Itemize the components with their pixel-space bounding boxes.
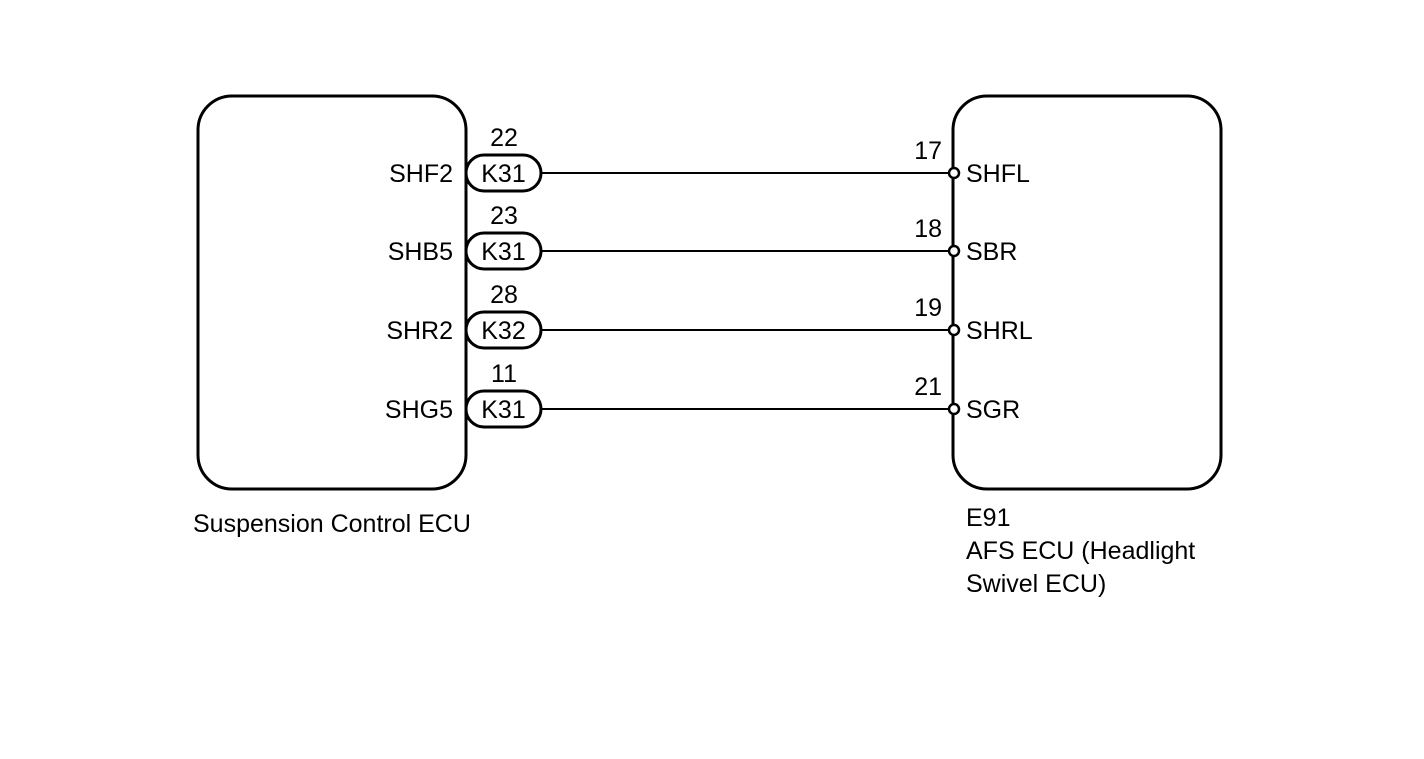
- connector-pill: [464, 310, 543, 350]
- right-ecu-caption-line2: Swivel ECU): [966, 570, 1106, 598]
- left-ecu-caption: Suspension Control ECU: [193, 510, 471, 538]
- right-pin-name: SHFL: [966, 160, 1030, 188]
- left-pin-number: 22: [490, 124, 518, 152]
- left-pin-number: 28: [490, 281, 518, 309]
- right-pin-name: SHRL: [966, 317, 1033, 345]
- right-ecu-connector-caption: E91: [966, 504, 1010, 532]
- left-pin-name: SHR2: [386, 317, 453, 345]
- connector-pill: [464, 153, 543, 193]
- suspension-control-ecu-box: [196, 94, 468, 491]
- terminal-point: [947, 166, 961, 180]
- right-pin-name: SGR: [966, 396, 1020, 424]
- left-pin-name: SHG5: [385, 396, 453, 424]
- right-ecu-caption-line1: AFS ECU (Headlight: [966, 537, 1195, 565]
- connector-pill: [464, 389, 543, 429]
- left-pin-number: 11: [491, 360, 517, 388]
- connector-label: K31: [481, 238, 525, 266]
- left-pin-number: 23: [490, 202, 518, 230]
- connector-pill: [464, 231, 543, 271]
- left-pin-name: SHF2: [389, 160, 453, 188]
- connector-label: K31: [481, 396, 525, 424]
- right-pin-number: 21: [914, 373, 942, 401]
- terminal-point: [947, 323, 961, 337]
- afs-ecu-box: [951, 94, 1223, 491]
- left-pin-name: SHB5: [388, 238, 453, 266]
- right-pin-number: 19: [914, 294, 942, 322]
- terminal-point: [947, 244, 961, 258]
- right-pin-number: 18: [914, 215, 942, 243]
- connector-label: K32: [481, 317, 525, 345]
- connector-label: K31: [481, 160, 525, 188]
- right-pin-name: SBR: [966, 238, 1017, 266]
- right-pin-number: 17: [914, 137, 942, 165]
- terminal-point: [947, 402, 961, 416]
